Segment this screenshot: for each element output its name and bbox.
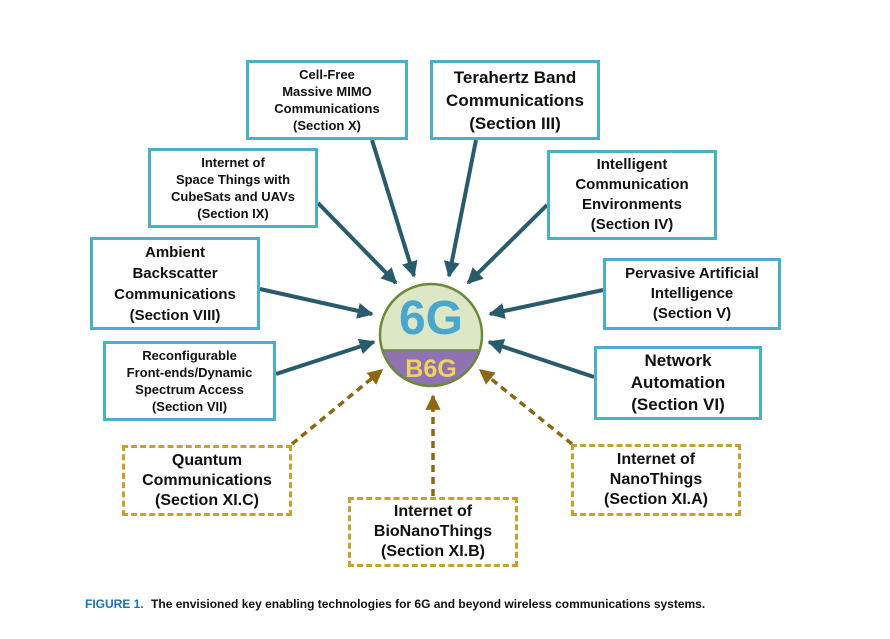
- box-section: (Section VII): [151, 399, 228, 414]
- box-line: Terahertz Band: [453, 67, 577, 87]
- caption-text: The envisioned key enabling technologies…: [151, 597, 706, 611]
- arrow-ambient-backscatter-to-6g: [259, 287, 374, 319]
- arrow-intelligent-env-to-6g: [466, 203, 549, 285]
- box-line: Pervasive Artificial: [625, 265, 759, 282]
- arrow-cell-free-to-6g: [370, 139, 418, 278]
- box-line: Spectrum Access: [135, 382, 244, 397]
- circle-outline: [378, 282, 484, 388]
- box-section: (Section XI.C): [154, 491, 259, 509]
- box-quantum-communications: Quantum Communications (Section XI.C): [122, 445, 292, 516]
- box-line: Communication: [575, 176, 689, 193]
- box-section: (Section VIII): [129, 306, 221, 324]
- arrow-iost-to-6g: [316, 201, 398, 285]
- box-line: Cell-Free: [299, 67, 355, 82]
- label-b6g: B6G: [405, 355, 456, 383]
- arrow-pervasive-ai-to-6g: [488, 288, 604, 319]
- center-6g-b6g-circle: 6G B6G: [378, 282, 484, 388]
- box-line: CubeSats and UAVs: [170, 189, 295, 204]
- box-section: (Section III): [469, 113, 561, 133]
- box-line: Internet of: [201, 155, 265, 170]
- box-line: Communications: [274, 101, 380, 116]
- box-line: Environments: [581, 196, 683, 213]
- box-intelligent-communication-environments: Intelligent Communication Environments (…: [547, 150, 717, 240]
- box-internet-of-bionanothings: Internet of BioNanoThings (Section XI.B): [348, 497, 518, 567]
- box-ambient-backscatter: Ambient Backscatter Communications (Sect…: [90, 237, 260, 330]
- box-line: Communications: [446, 90, 584, 110]
- box-line: Quantum: [171, 451, 243, 469]
- box-line: NanoThings: [609, 471, 703, 488]
- box-section: (Section V): [652, 305, 732, 322]
- box-line: Internet of: [616, 451, 696, 468]
- arrow-quantum-to-b6g: [290, 368, 384, 446]
- box-line: Communications: [142, 471, 272, 489]
- box-cell-free-massive-mimo: Cell-Free Massive MIMO Communications (S…: [246, 60, 408, 140]
- box-network-automation: Network Automation (Section VI): [594, 346, 762, 420]
- box-line: Backscatter: [132, 264, 218, 282]
- box-line: Internet of: [393, 503, 473, 520]
- box-line: Space Things with: [175, 172, 291, 187]
- box-line: BioNanoThings: [373, 523, 493, 540]
- figure-caption: FIGURE 1. The envisioned key enabling te…: [85, 597, 705, 611]
- label-6g: 6G: [399, 292, 463, 345]
- arrow-terahertz-to-6g: [443, 139, 478, 278]
- box-terahertz-band: Terahertz Band Communications (Section I…: [430, 60, 600, 140]
- box-reconfigurable-front-ends: Reconfigurable Front-ends/Dynamic Spectr…: [103, 341, 276, 421]
- box-section: (Section IX): [197, 206, 269, 221]
- arrow-network-automation-to-6g: [487, 338, 595, 379]
- caption-label: FIGURE 1.: [85, 597, 144, 611]
- box-section: (Section VI): [631, 395, 725, 414]
- box-section: (Section XI.A): [603, 491, 708, 508]
- box-internet-of-nanothings: Internet of NanoThings (Section XI.A): [571, 444, 741, 516]
- box-line: Intelligence: [650, 285, 734, 302]
- box-pervasive-artificial-intelligence: Pervasive Artificial Intelligence (Secti…: [603, 258, 781, 330]
- box-internet-of-space-things: Internet of Space Things with CubeSats a…: [148, 148, 318, 228]
- box-line: Intelligent: [596, 156, 668, 173]
- box-line: Reconfigurable: [142, 348, 237, 363]
- box-line: Network: [644, 351, 712, 370]
- box-line: Ambient: [145, 243, 205, 261]
- box-section: (Section XI.B): [380, 543, 485, 560]
- box-line: Front-ends/Dynamic: [126, 365, 253, 380]
- box-line: Massive MIMO: [282, 84, 372, 99]
- arrow-nanothings-to-b6g: [478, 368, 574, 446]
- arrow-reconfigurable-to-6g: [275, 338, 376, 376]
- box-line: Communications: [114, 285, 236, 303]
- box-section: (Section X): [293, 118, 361, 133]
- box-section: (Section IV): [590, 216, 674, 233]
- box-line: Automation: [630, 373, 726, 392]
